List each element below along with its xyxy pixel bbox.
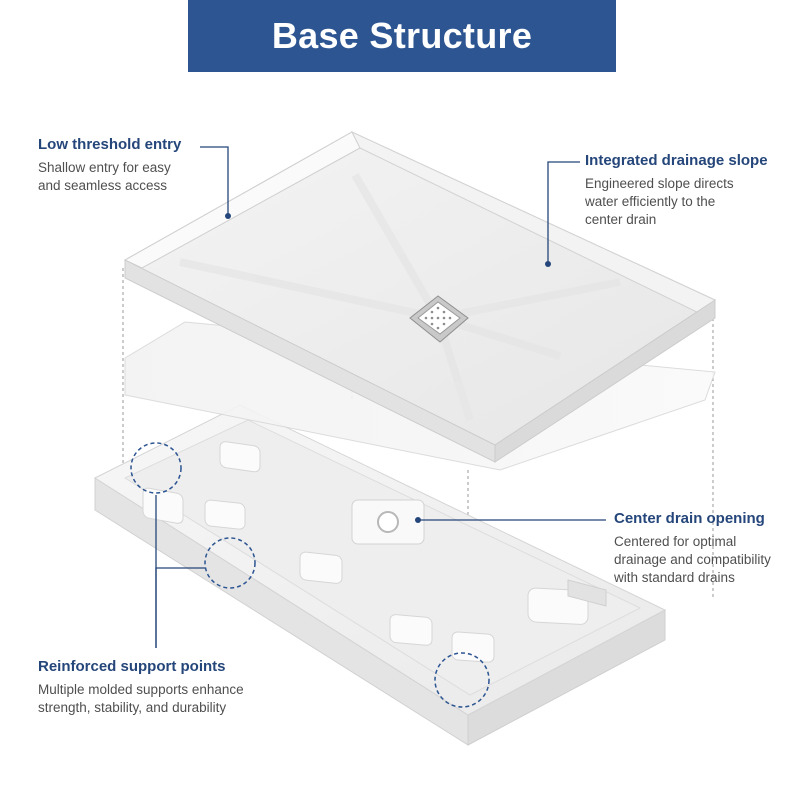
callout-desc-line: Centered for optimal <box>614 534 737 549</box>
drain-grate <box>409 295 469 343</box>
shower-tray <box>123 130 717 463</box>
callout-desc-line: Engineered slope directs <box>585 176 734 191</box>
callout-desc-line: strength, stability, and durability <box>38 700 227 715</box>
support-highlight-circles <box>130 442 490 708</box>
callout-desc-line: Shallow entry for easy <box>38 160 171 175</box>
callout-desc-line: Multiple molded supports enhance <box>38 682 244 697</box>
callout-heading: Integrated drainage slope <box>585 152 768 169</box>
callout-desc-line: center drain <box>585 212 657 227</box>
callout-desc-line: with standard drains <box>614 570 735 585</box>
callout-heading: Low threshold entry <box>38 136 182 153</box>
callout-heading: Reinforced support points <box>38 658 226 675</box>
callout-description: Multiple molded supports enhance strengt… <box>38 681 298 717</box>
support-base <box>93 404 667 746</box>
callout-low-threshold-entry: Low threshold entry Shallow entry for ea… <box>38 136 238 195</box>
callout-heading: Center drain opening <box>614 510 765 527</box>
callout-description: Centered for optimal drainage and compat… <box>614 533 794 587</box>
callout-description: Engineered slope directs water efficient… <box>585 175 795 229</box>
callout-integrated-drainage-slope: Integrated drainage slope Engineered slo… <box>585 152 795 229</box>
callout-description: Shallow entry for easy and seamless acce… <box>38 159 238 195</box>
page-title: Base Structure <box>271 15 533 56</box>
callout-desc-line: drainage and compatibility <box>614 552 771 567</box>
leader-lines <box>155 146 606 648</box>
callout-center-drain-opening: Center drain opening Centered for optima… <box>614 510 794 587</box>
callout-reinforced-support-points: Reinforced support points Multiple molde… <box>38 658 298 717</box>
callout-desc-line: water efficiently to the <box>585 194 716 209</box>
callout-desc-line: and seamless access <box>38 178 168 193</box>
title-banner: Base Structure <box>188 0 616 72</box>
